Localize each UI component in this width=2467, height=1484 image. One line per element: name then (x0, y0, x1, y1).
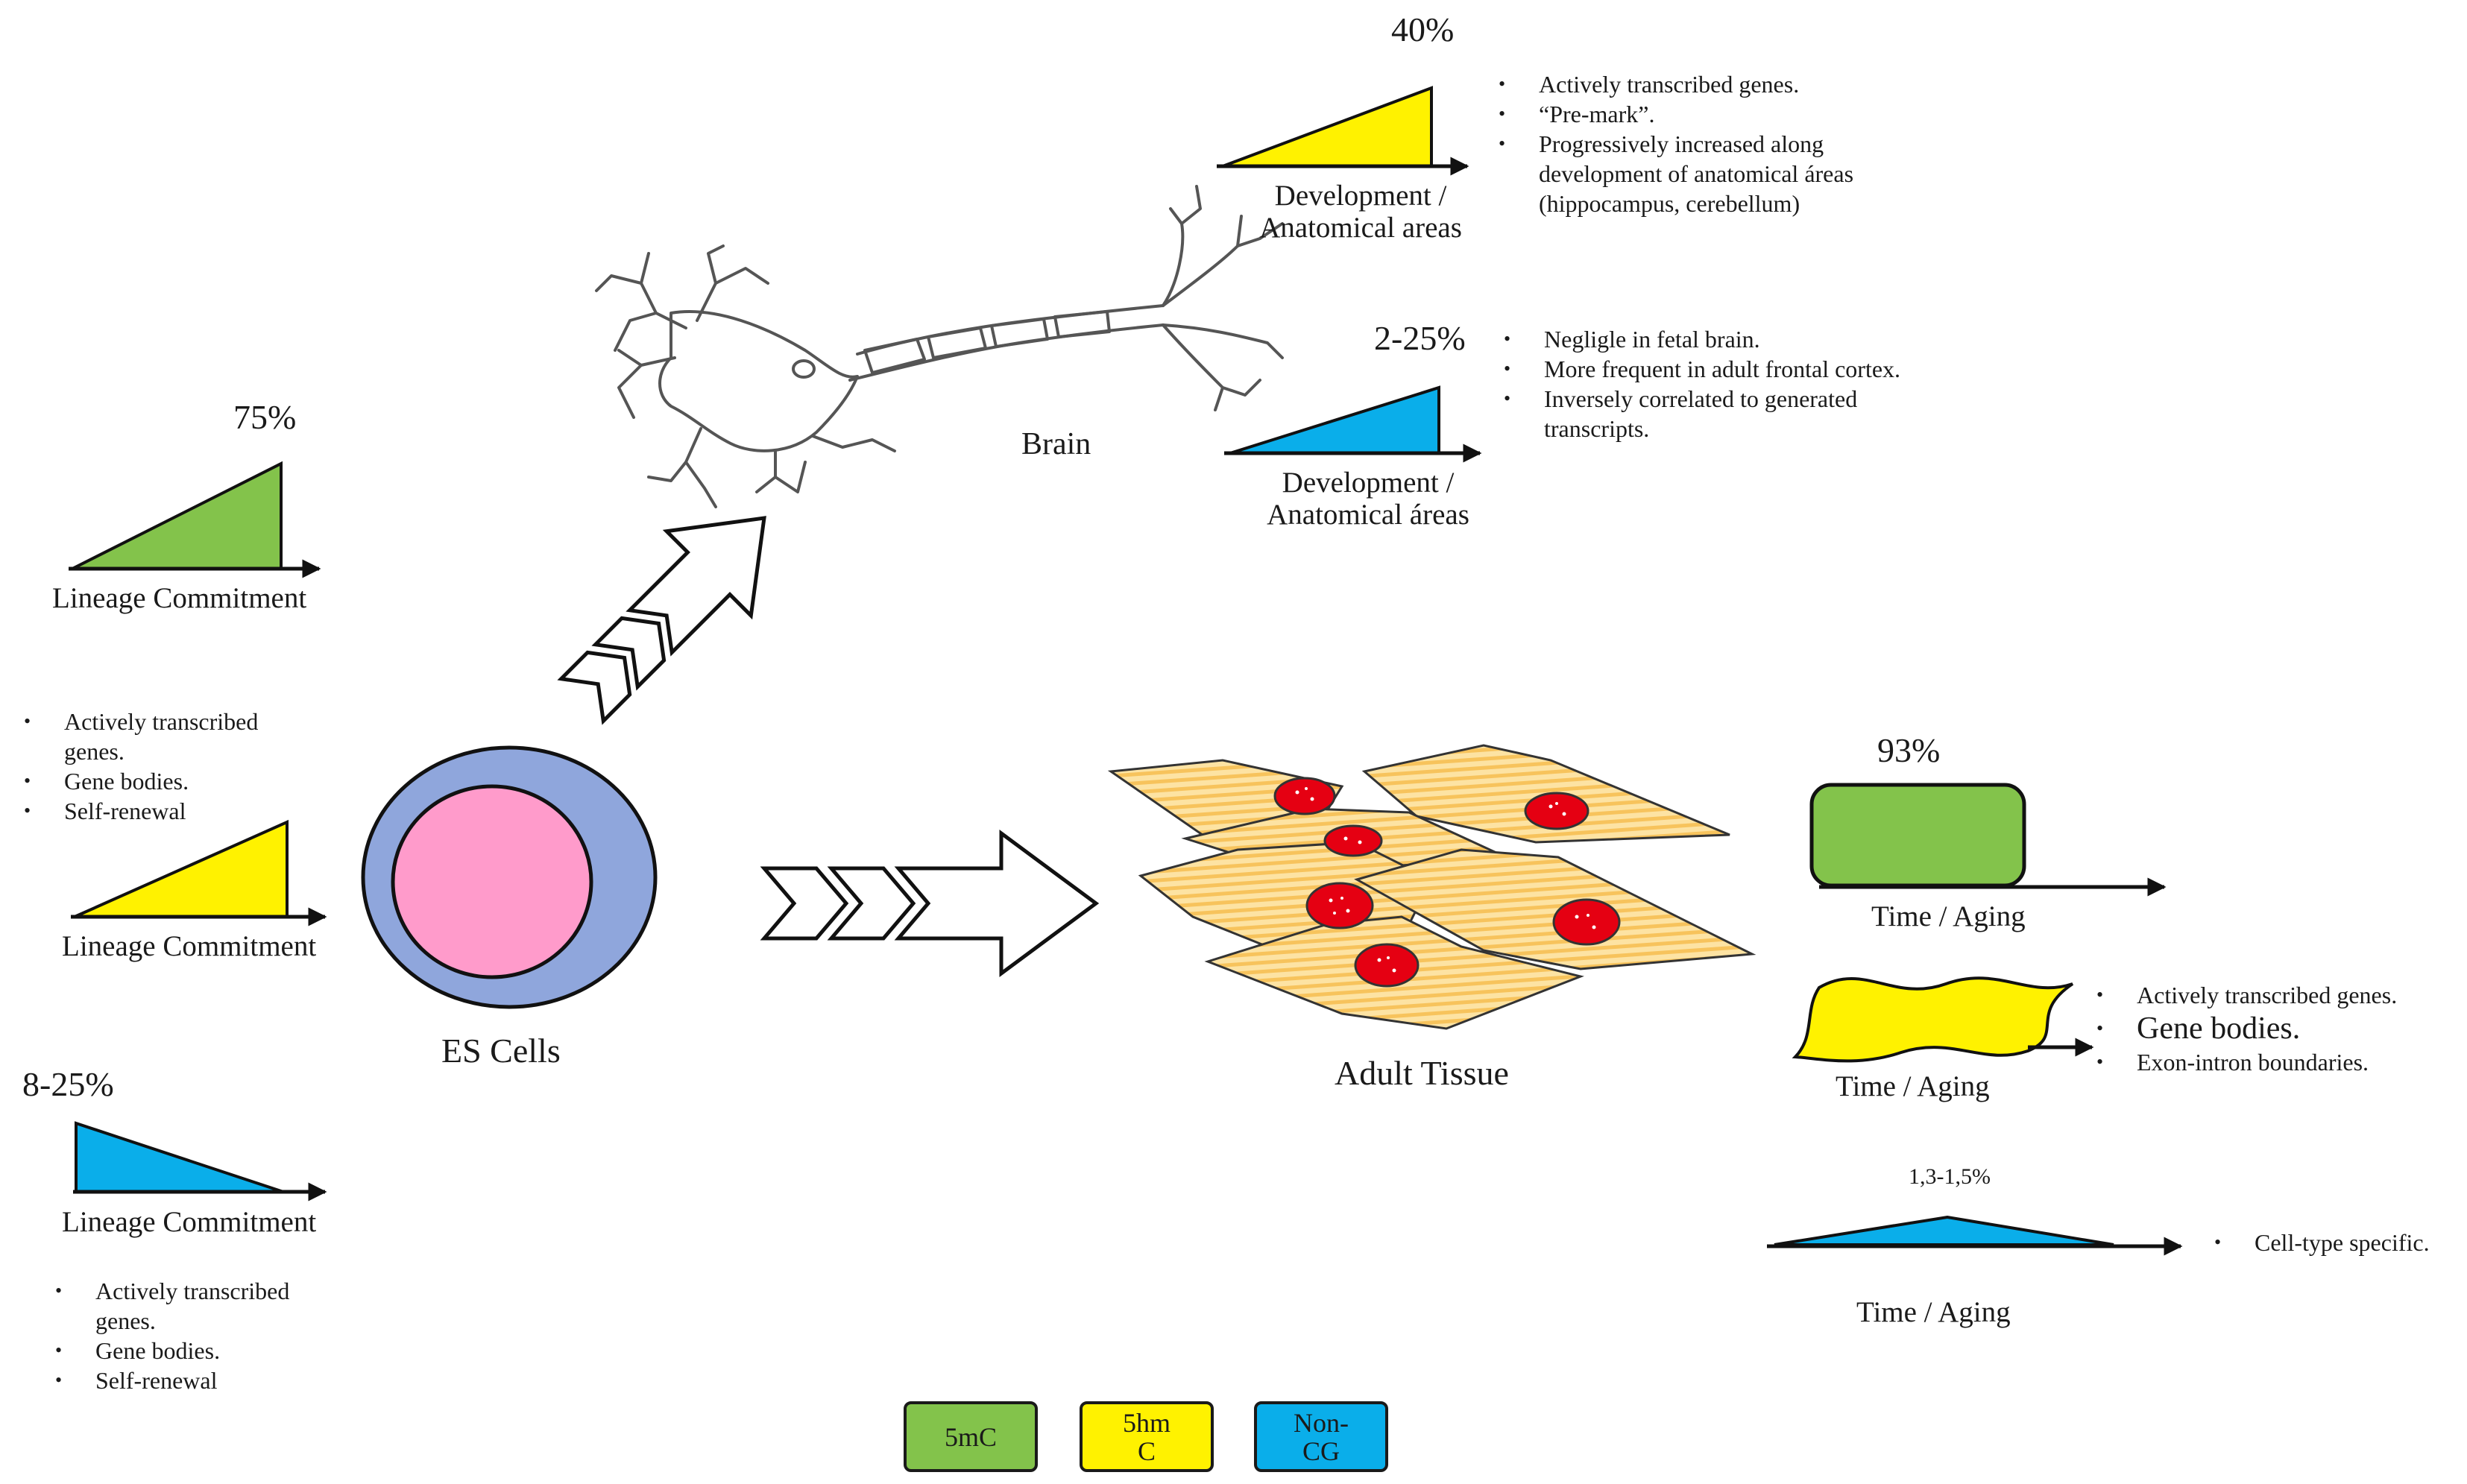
es-5hmc-bullet: Gene bodies. (15, 766, 310, 796)
adult-noncg-axis-label: Time / Aging (1856, 1296, 2011, 1328)
adult-5hmc-axis-label: Time / Aging (1836, 1070, 1990, 1102)
brain-noncg-bullet: More frequent in adult frontal cortex. (1495, 354, 1947, 384)
brain-noncg-bullet: Negligle in fetal brain. (1495, 324, 1947, 354)
es-cell-inner (391, 784, 593, 979)
es-noncg-bullet: Gene bodies. (46, 1336, 349, 1365)
es-5mc-triangle (72, 461, 283, 570)
adult-tissue-label: Adult Tissue (1335, 1054, 1509, 1092)
es-noncg-bullet: Actively transcribed genes. (46, 1276, 349, 1336)
arrow-to-brain (557, 516, 766, 725)
legend-noncg-label: Non-CG (1294, 1407, 1349, 1466)
es-noncg-bullets: Actively transcribed genes. Gene bodies.… (46, 1276, 349, 1395)
adult-5mc-plateau (1809, 783, 2026, 888)
brain-5hmc-bullet: “Pre-mark”. (1490, 99, 1912, 129)
adult-5hmc-graph (1792, 976, 2094, 1063)
brain-noncg-graph (1224, 385, 1482, 463)
legend-5hmc: 5hm C (1080, 1401, 1214, 1472)
es-cells-label: ES Cells (441, 1032, 561, 1070)
es-5mc-axis-label: Lineage Commitment (52, 582, 307, 614)
nucleus (1552, 898, 1621, 946)
es-5hmc-graph (71, 819, 327, 926)
es-noncg-graph (73, 1121, 327, 1202)
legend-noncg: Non-CG (1254, 1401, 1388, 1472)
brain-noncg-axis-label-2: Anatomical áreas (1267, 499, 1469, 531)
nucleus-dots (1295, 787, 1596, 973)
brain-5hmc-graph (1217, 86, 1469, 176)
nucleus (1273, 777, 1336, 815)
brain-5hmc-axis-label-2: Anatomical areas (1259, 212, 1462, 244)
es-5hmc-bullet: Actively transcribed genes. (15, 707, 310, 766)
adult-5hmc-bullet: Actively transcribed genes. (2088, 980, 2435, 1010)
neuron-drawing (595, 185, 1284, 508)
adult-noncg-percent: 1,3-1,5% (1909, 1164, 1991, 1189)
adult-tissue-nuclei (1273, 777, 1621, 988)
nucleus (1354, 943, 1420, 988)
brain-label: Brain (1021, 427, 1091, 461)
brain-5hmc-bullets: Actively transcribed genes. “Pre-mark”. … (1490, 69, 1912, 218)
brain-noncg-bullet: Inversely correlated to generated transc… (1495, 384, 1947, 443)
brain-noncg-percent: 2-25% (1374, 319, 1466, 357)
tissue-cell (1354, 848, 1756, 970)
arrow-to-adult-tissue (760, 830, 1100, 977)
brain-5hmc-axis-label-1: Development / (1274, 180, 1447, 212)
adult-5hmc-wave (1792, 976, 2074, 1063)
legend-5hmc-label: 5hm C (1122, 1407, 1171, 1466)
brain-noncg-triangle (1229, 385, 1440, 455)
es-5hmc-bullets: Actively transcribed genes. Gene bodies.… (15, 707, 310, 826)
adult-5hmc-bullets: Actively transcribed genes. Gene bodies.… (2088, 980, 2435, 1077)
es-5mc-graph (69, 461, 321, 578)
adult-5hmc-bullet: Exon-intron boundaries. (2088, 1047, 2435, 1077)
brain-5hmc-bullet: Actively transcribed genes. (1490, 69, 1912, 99)
adult-5mc-graph (1809, 783, 2167, 897)
adult-noncg-bullets: Cell-type specific. (2205, 1228, 2430, 1257)
nucleus (1305, 882, 1374, 929)
es-5mc-percent: 75% (233, 398, 297, 436)
es-noncg-bullet: Self-renewal (46, 1365, 349, 1395)
brain-5hmc-triangle (1222, 86, 1433, 168)
legend-5mc: 5mC (904, 1401, 1038, 1472)
es-5hmc-axis-label: Lineage Commitment (62, 930, 317, 962)
brain-noncg-axis-label-1: Development / (1282, 467, 1455, 499)
adult-5hmc-bullet: Gene bodies. (2088, 1010, 2435, 1047)
es-noncg-axis-label: Lineage Commitment (62, 1206, 317, 1238)
legend-5mc-label: 5mC (944, 1421, 997, 1452)
es-cell (361, 745, 658, 1009)
adult-tissue-cells (1107, 744, 1756, 1030)
brain-5hmc-bullet: Progressively increased along developmen… (1490, 129, 1912, 218)
adult-noncg-bullet: Cell-type specific. (2205, 1228, 2430, 1257)
adult-noncg-peak (1774, 1215, 2114, 1246)
adult-noncg-graph (1767, 1215, 2183, 1256)
nucleus (1323, 824, 1383, 857)
es-5hmc-triangle (74, 819, 289, 918)
adult-5mc-axis-label: Time / Aging (1871, 900, 2026, 932)
es-noncg-triangle (75, 1121, 284, 1193)
adult-5mc-percent: 93% (1877, 731, 1941, 769)
brain-5hmc-percent: 40% (1391, 10, 1455, 48)
es-5hmc-bullet: Self-renewal (15, 796, 310, 826)
es-noncg-percent: 8-25% (22, 1065, 114, 1103)
brain-noncg-bullets: Negligle in fetal brain. More frequent i… (1495, 324, 1947, 443)
nucleus (1524, 792, 1589, 830)
